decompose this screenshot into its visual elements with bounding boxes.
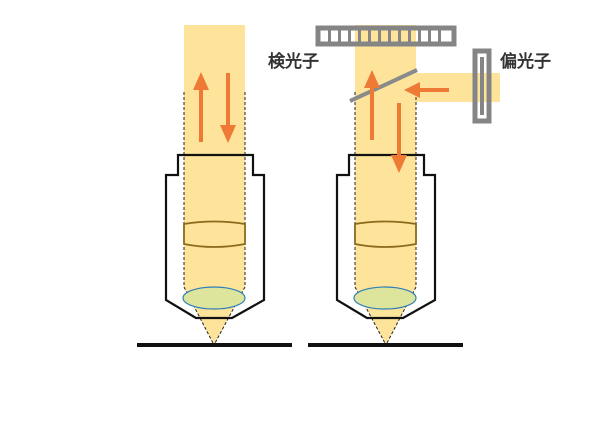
- right-upper-lens: [354, 220, 417, 248]
- analyzer-label: 検光子: [268, 51, 319, 72]
- left-downward-arrow: [220, 73, 236, 143]
- right-objective: [308, 25, 500, 347]
- left-objective: [137, 25, 292, 347]
- right-downward-arrow: [391, 103, 407, 173]
- right-incoming-arrow: [404, 82, 449, 98]
- polarizer-label: 偏光子: [500, 51, 551, 72]
- polarizer-filter: [472, 48, 492, 124]
- left-objective-body: [164, 153, 266, 320]
- half-mirror: [349, 68, 418, 103]
- right-upward-arrow: [364, 70, 380, 140]
- analyzer-filter: [315, 25, 457, 47]
- right-light-beam-side: [416, 73, 500, 102]
- left-upper-lens: [183, 220, 246, 248]
- right-objective-body: [335, 153, 437, 320]
- right-front-lens: [353, 286, 417, 310]
- left-front-lens: [182, 286, 246, 310]
- left-upward-arrow: [193, 72, 209, 142]
